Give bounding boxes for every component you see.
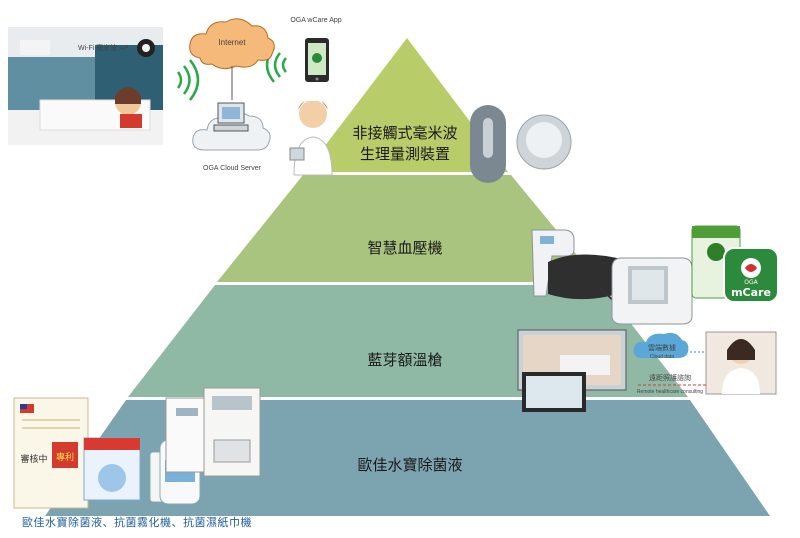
nurse-icon [289, 96, 333, 176]
stamp-text: 專利 [56, 451, 74, 463]
remote-care-arrow: 遠距照護諮詢 Remote healthcare consulting [636, 373, 706, 395]
misting-machine-icon [165, 397, 209, 473]
tier-1-label-line-1: 非接觸式毫米波 [352, 124, 457, 142]
pyramid-tier-1 [305, 38, 508, 172]
app-label: OGA wCare App [290, 17, 341, 24]
patent-certificate: 專利 審核中 [13, 397, 89, 509]
radar-sensor-icon [470, 105, 506, 183]
telehealth-cloud-icon: 雲端數據 Cloud data [633, 332, 704, 360]
mcare-logo: mCare OGA [723, 247, 779, 303]
ceiling-sensor-icon [516, 114, 572, 170]
tier-2-label: 智慧血壓機 [367, 239, 442, 257]
internet-label: Internet [218, 38, 246, 47]
wifi-waves-icon [176, 59, 200, 101]
pending-text: 審核中 [20, 453, 47, 465]
tier-4-label: 歐佳水寶除菌液 [357, 456, 462, 474]
product-box-icon [83, 437, 141, 501]
bedroom-photo: Wi-Fi 毫米波 AP [8, 27, 163, 145]
doctor-photo [705, 331, 777, 395]
cloud-data-en-label: Cloud data [650, 354, 674, 360]
phone-icon: OGA wCare App [290, 17, 342, 82]
cloud-data-label: 雲端數據 [648, 343, 676, 352]
tablet-icon [522, 372, 586, 412]
internet-cloud-icon: Internet [189, 18, 275, 70]
cloud-server-label: OGA Cloud Server [203, 165, 262, 172]
tier-1-label-line-2: 生理量測裝置 [360, 145, 450, 163]
mcare-sub-text: OGA [744, 279, 758, 286]
pyramid-tier-2 [217, 175, 599, 282]
product-caption: 歐佳水寶除菌液、抗菌霧化機、抗菌濕紙巾機 [22, 516, 252, 529]
remote-care-en-label: Remote healthcare consulting [637, 389, 703, 395]
cloud-server-icon: OGA Cloud Server [192, 66, 271, 172]
wifi-ap-sign: Wi-Fi 毫米波 AP [78, 43, 129, 52]
tier-3-label: 藍芽額溫槍 [367, 351, 442, 369]
bp-monitor-icon [611, 257, 693, 325]
remote-care-label: 遠距照護諮詢 [649, 373, 691, 382]
thermometer-gun-icon [531, 229, 575, 297]
wet-wipe-machine-icon [203, 387, 261, 477]
mcare-brand-text: mCare [731, 286, 771, 299]
